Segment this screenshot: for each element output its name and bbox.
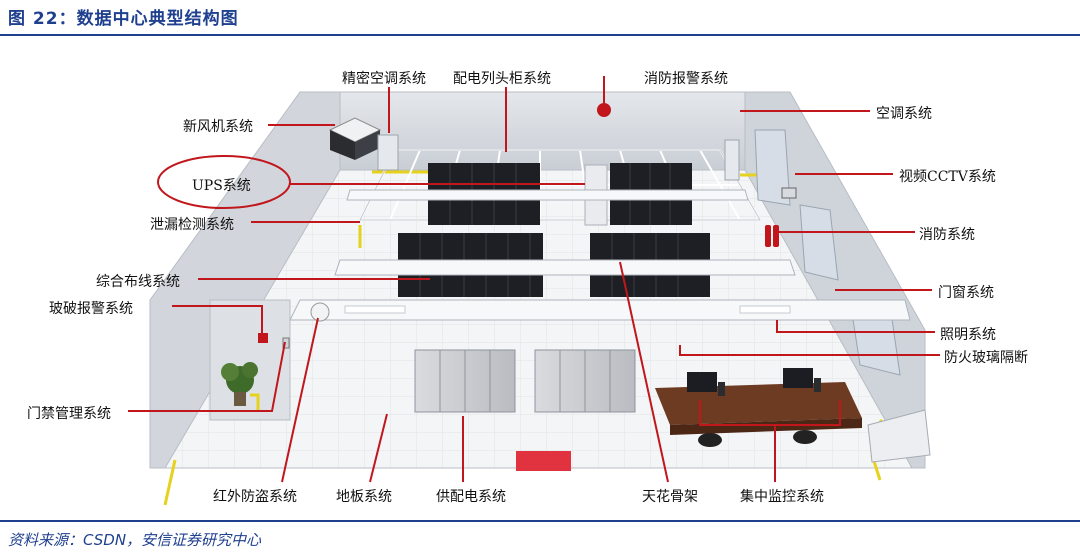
label-power-distribution-head: 配电列头柜系统 — [453, 71, 551, 87]
fresh-air-unit — [328, 117, 382, 160]
figure-source: 资料来源：CSDN，安信证券研究中心 — [8, 531, 262, 549]
chairs — [698, 430, 817, 447]
label-lighting: 照明系统 — [940, 327, 996, 343]
label-access-control: 门禁管理系统 — [27, 406, 111, 422]
ir-sensor — [310, 302, 330, 322]
label-ups: UPS系统 — [192, 178, 251, 194]
precision-ac — [377, 134, 399, 171]
label-fire-protection: 消防系统 — [919, 227, 975, 243]
glass-break-alarm — [258, 333, 268, 343]
label-infrared: 红外防盗系统 — [213, 489, 297, 505]
right-wall — [744, 91, 926, 469]
leader-lines — [128, 76, 940, 483]
figure-title: 图 22：数据中心典型结构图 — [8, 9, 239, 29]
cctv-camera — [781, 187, 797, 199]
access-panel — [282, 337, 290, 349]
label-doors-windows: 门窗系统 — [938, 285, 994, 301]
fire-alarm — [597, 103, 611, 117]
title-rule — [0, 34, 1080, 36]
leader-popo — [172, 305, 263, 335]
source-rule — [0, 520, 1080, 522]
wall-ac — [724, 139, 740, 181]
label-fire-alarm: 消防报警系统 — [644, 71, 728, 87]
label-central-monitoring: 集中监控系统 — [740, 489, 824, 505]
light-bars — [289, 189, 911, 321]
back-wall — [339, 91, 746, 171]
entrance-mat — [516, 451, 571, 471]
leader-tianhua — [619, 261, 669, 483]
label-ceiling-frame: 天花骨架 — [642, 489, 698, 505]
leader-diban — [369, 413, 388, 483]
label-glass-break: 玻破报警系统 — [49, 301, 133, 317]
label-floor: 地板系统 — [336, 489, 392, 505]
plant — [221, 362, 258, 406]
ups-highlight-ellipse — [157, 155, 291, 209]
left-partition — [209, 299, 291, 421]
label-fire-glass: 防火玻璃隔断 — [944, 350, 1028, 366]
monitoring-desk — [655, 368, 862, 435]
label-leak-detection: 泄漏检测系统 — [150, 217, 234, 233]
label-cctv: 视频CCTV系统 — [899, 169, 996, 185]
label-fresh-air: 新风机系统 — [183, 119, 253, 135]
leader-jizhong-a — [699, 400, 841, 426]
leader-fanghuo — [679, 345, 940, 356]
leader-hongwai — [281, 317, 319, 483]
fire-extinguishers — [765, 225, 779, 247]
label-air-conditioning: 空调系统 — [876, 106, 932, 122]
label-precision-ac: 精密空调系统 — [342, 71, 426, 87]
label-structured-cabling: 综合布线系统 — [96, 274, 180, 290]
leader-menjin — [128, 341, 286, 412]
lower-right-ac — [867, 409, 931, 463]
label-power-supply: 供配电系统 — [436, 489, 506, 505]
leader-zhaoming — [776, 320, 935, 333]
